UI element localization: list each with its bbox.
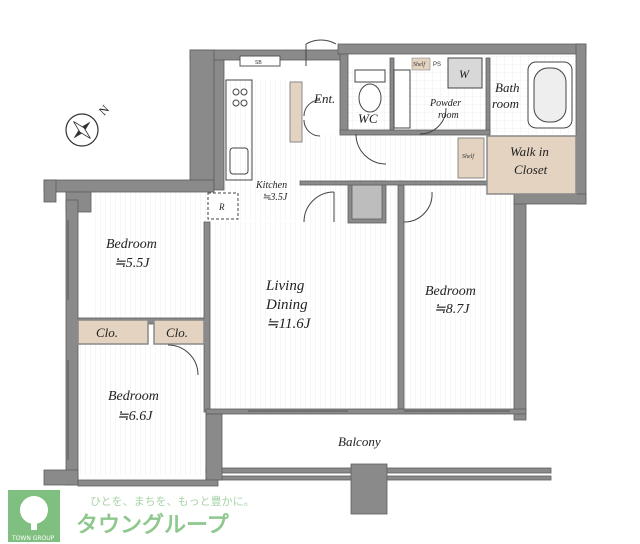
- walk-in-label-line2: Closet: [514, 162, 548, 177]
- ps-label: PS: [433, 62, 441, 68]
- brand-small: TOWN GROUP: [11, 535, 55, 542]
- powder-label-line2: room: [438, 110, 459, 121]
- doors: [167, 39, 447, 376]
- walk-in-label-line1: Walk in: [510, 144, 549, 159]
- bedroom-bottom-left-floor: [78, 345, 206, 475]
- bedroom-top-left-floor: [91, 193, 206, 318]
- floor-areas: [78, 56, 575, 475]
- brand-tagline: ひとを、まちを、もっと豊かに。: [90, 495, 255, 508]
- shelf-top: [411, 57, 431, 71]
- balcony-floor: [222, 418, 522, 468]
- branding: ひとを、まちを、もっと豊かに。 タウングループ TOWN GROUP: [0, 488, 270, 544]
- bedroom-bottom-left-size: ≒6.6J: [117, 409, 153, 424]
- living-floor: [208, 222, 401, 409]
- top-unit: [239, 55, 281, 67]
- tree-logo-icon: [8, 490, 60, 542]
- closet-left: [77, 319, 149, 345]
- kitchen-counter: [225, 79, 253, 181]
- bathtub: [527, 61, 573, 129]
- refrigerator-space: [207, 192, 239, 220]
- living-label-line1: Living: [265, 278, 305, 294]
- refrigerator-label: R: [218, 202, 225, 212]
- shelf-top-label: Shelf: [413, 61, 426, 68]
- brand-name: タウングループ: [76, 512, 230, 538]
- wc-label: WC: [358, 111, 378, 126]
- bedroom-top-left-size: ≒5.5J: [114, 256, 150, 271]
- entrance-shelf: [289, 81, 303, 143]
- bedroom-right-size: ≒8.7J: [434, 302, 470, 317]
- compass-icon: [65, 113, 99, 147]
- bedroom-right-label: Bedroom: [425, 284, 476, 299]
- closet-right: [153, 319, 205, 345]
- compass-north-label: N: [96, 102, 112, 118]
- living-size: ≒11.6J: [266, 316, 312, 332]
- kitchen-label: Kitchen: [255, 180, 287, 191]
- bath-label-line2: room: [492, 96, 519, 111]
- bedroom-top-left-label: Bedroom: [106, 237, 157, 252]
- toilet: [354, 69, 386, 113]
- shelf-side: [457, 137, 485, 179]
- top-unit-label: SB: [255, 60, 262, 66]
- bedroom-bottom-left-label: Bedroom: [108, 389, 159, 404]
- balcony-label: Balcony: [338, 434, 381, 449]
- kitchen-size: ≒3.5J: [262, 192, 288, 203]
- closet-right-label: Clo.: [166, 325, 188, 340]
- washer-space: [447, 57, 483, 89]
- vanity: [393, 69, 411, 129]
- entrance-label: Ent.: [313, 91, 335, 106]
- windows: [67, 220, 510, 460]
- living-label-line2: Dining: [265, 297, 308, 313]
- walk-in-closet: [486, 135, 577, 195]
- shelf-side-label: Shelf: [462, 153, 475, 160]
- powder-label-line1: Powder: [429, 98, 461, 109]
- bath-label-line1: Bath: [495, 80, 520, 95]
- closet-left-label: Clo.: [96, 325, 118, 340]
- washer-label: W: [459, 67, 470, 81]
